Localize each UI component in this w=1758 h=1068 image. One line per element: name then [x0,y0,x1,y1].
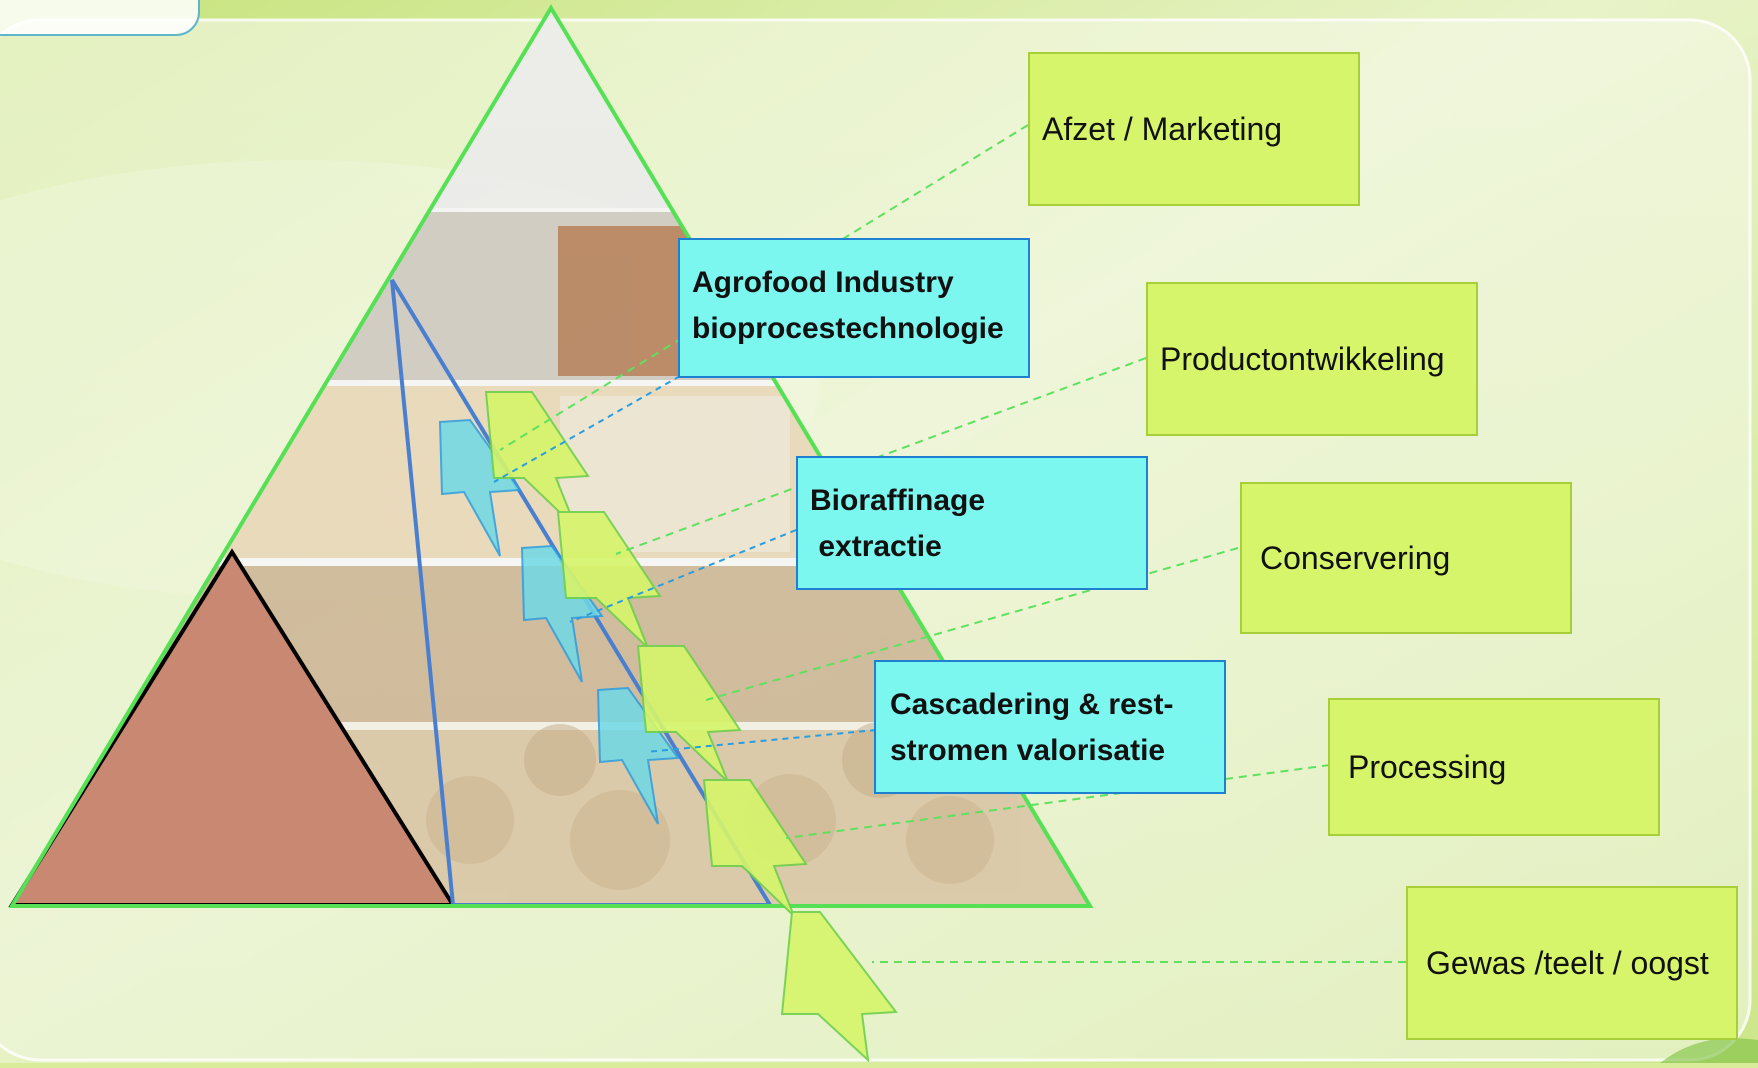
green-arrow-3 [636,645,742,783]
discipline-casc-line2: stromen valorisatie [890,734,1166,767]
layer-box-conserv: Conservering [1240,482,1572,634]
connector-bio [569,529,797,623]
connector-process [785,764,1331,839]
cyan-arrows [438,418,680,825]
layer-box-process: Processing [1328,698,1660,836]
discipline-agro-line1: Agrofood Industry [692,266,954,299]
layer-box-afzet: Afzet / Marketing [1028,52,1360,206]
corner-tab [0,0,200,36]
layer-label-conserv: Conservering [1260,539,1451,576]
layer-label-gewas: Gewas /teelt / oogst [1426,944,1709,981]
blue-connectors [493,375,877,753]
discipline-box-casc: Cascadering & rest- stromen valorisatie [874,660,1226,794]
green-arrow-2 [556,511,662,649]
layer-box-product: Productontwikkeling [1146,282,1478,436]
discipline-casc-line1: Cascadering & rest- [890,688,1174,721]
discipline-bio-line2: extractie [810,530,942,563]
layer-label-afzet: Afzet / Marketing [1042,110,1283,147]
connector-agro [493,375,681,483]
discipline-box-agro: Agrofood Industry bioprocestechnologie [678,238,1030,378]
cyan-arrow-1 [438,418,522,557]
layer-label-process: Processing [1348,748,1507,785]
green-arrow-5 [780,911,898,1063]
green-arrow-1 [484,391,590,529]
connector-casc [645,729,877,753]
green-arrows [484,391,898,1063]
green-arrow-4 [702,779,808,917]
discipline-bio-line1: Bioraffinage [810,484,986,517]
layer-label-product: Productontwikkeling [1160,340,1445,377]
discipline-agro-line2: bioprocestechnologie [692,312,1004,345]
cyan-arrow-2 [520,544,604,683]
corner-swirl [1660,1038,1758,1063]
layer-box-gewas: Gewas /teelt / oogst [1406,886,1738,1040]
discipline-box-bio: Bioraffinage extractie [796,456,1148,590]
cyan-arrow-3 [596,686,680,825]
